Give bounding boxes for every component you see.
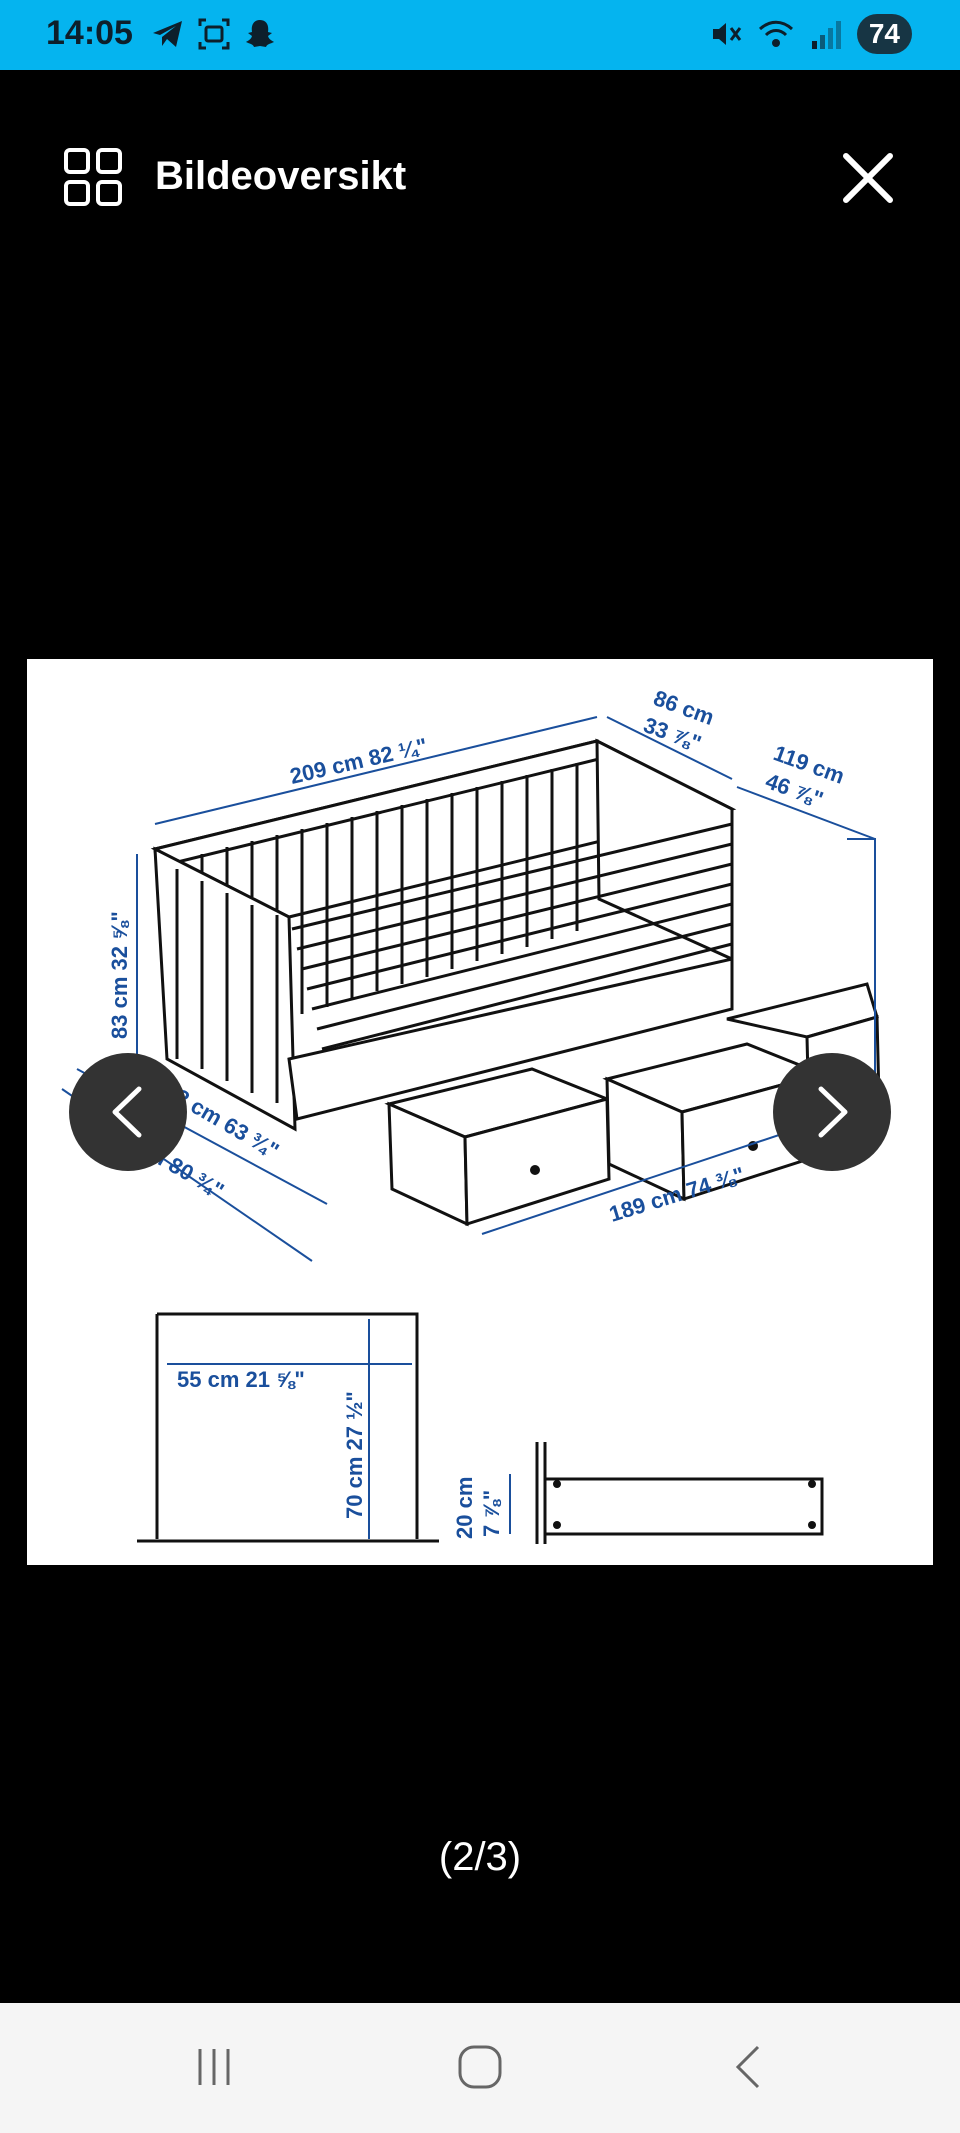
dim-drawer-width: 55 cm 21 ⅝" bbox=[177, 1367, 305, 1392]
image-counter: (2/3) bbox=[438, 1835, 522, 1879]
status-icons-left bbox=[150, 16, 278, 52]
chevron-left-icon bbox=[112, 1086, 142, 1138]
previous-image-button[interactable] bbox=[69, 1053, 187, 1171]
telegram-icon bbox=[153, 21, 182, 47]
system-nav-bar bbox=[0, 2003, 960, 2133]
back-icon[interactable] bbox=[726, 2043, 774, 2091]
header-title[interactable]: Bildeoversikt bbox=[155, 154, 407, 198]
dim-width-back: 209 cm 82 ¼" bbox=[288, 733, 430, 789]
dim-drawer-depth: 70 cm 27 ½" bbox=[342, 1391, 367, 1519]
header: Bildeoversikt bbox=[0, 140, 960, 220]
signal-icon bbox=[811, 21, 841, 49]
status-bar: 14:05 74 bbox=[0, 0, 960, 70]
dim-height-left: 83 cm 32 ⅝" bbox=[107, 911, 132, 1039]
wifi-icon bbox=[758, 20, 793, 47]
home-icon[interactable] bbox=[456, 2043, 504, 2091]
dim-drawer-height-in: 7 ⅞" bbox=[479, 1490, 504, 1537]
mute-icon bbox=[712, 23, 742, 45]
battery-level: 74 bbox=[856, 14, 912, 54]
status-icons-right: 74 bbox=[709, 14, 912, 54]
dim-drawer-height-cm: 20 cm bbox=[452, 1477, 477, 1539]
chevron-right-icon bbox=[818, 1086, 848, 1138]
next-image-button[interactable] bbox=[773, 1053, 891, 1171]
recent-apps-icon[interactable] bbox=[190, 2043, 238, 2091]
close-icon[interactable] bbox=[836, 146, 900, 210]
snapchat-icon bbox=[246, 20, 274, 47]
screenshot-icon bbox=[198, 18, 230, 50]
status-time: 14:05 bbox=[46, 14, 133, 52]
grid-overview-icon[interactable] bbox=[62, 146, 126, 210]
